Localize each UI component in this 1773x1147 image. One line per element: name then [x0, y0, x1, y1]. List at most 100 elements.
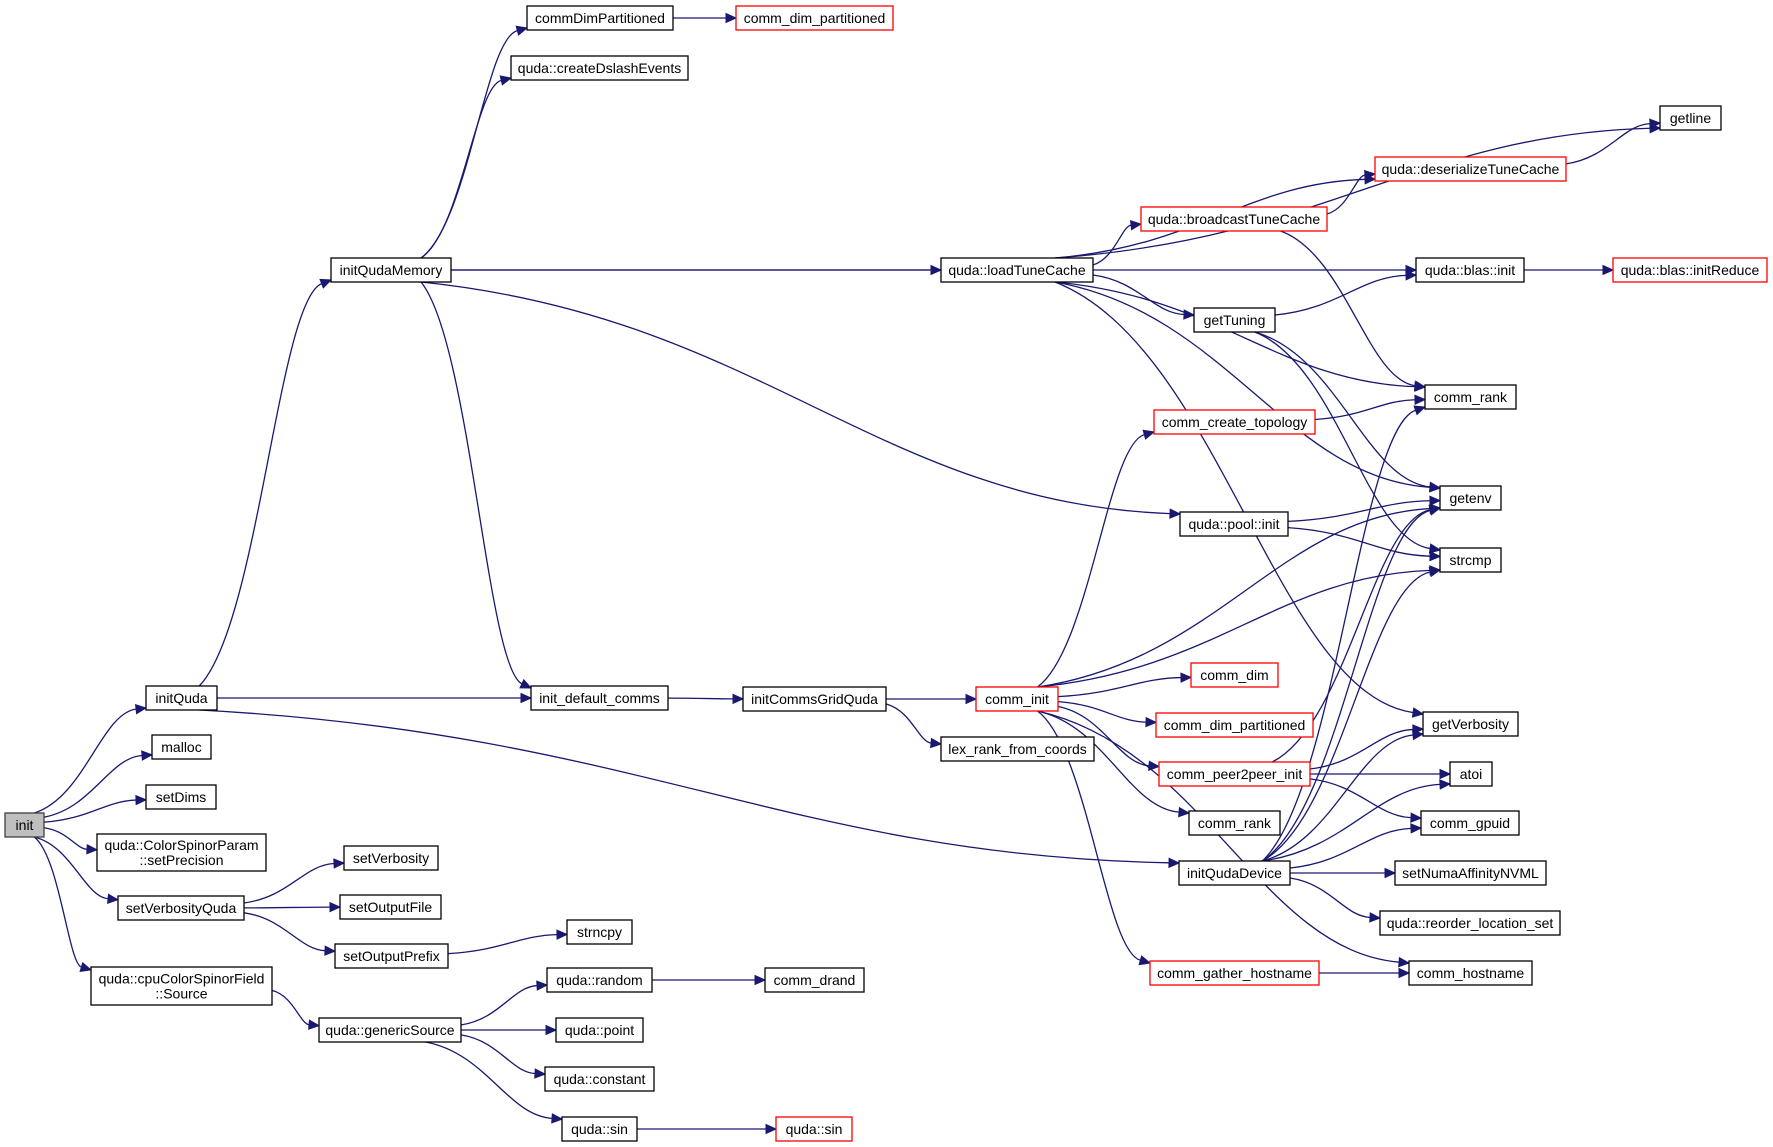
node-cpuSource[interactable]: quda::cpuColorSpinorField::Source: [90, 966, 273, 1006]
node-box[interactable]: [330, 257, 452, 283]
node-setVerbosityQuda[interactable]: setVerbosityQuda: [117, 895, 245, 921]
node-box[interactable]: [735, 5, 894, 31]
node-box[interactable]: [1612, 257, 1768, 283]
node-box[interactable]: [742, 686, 887, 712]
node-comm-dim-partitioned-mid[interactable]: comm_dim_partitioned: [1155, 712, 1314, 738]
node-box[interactable]: [775, 1116, 853, 1142]
node-deserializeTuneCache[interactable]: quda::deserializeTuneCache: [1374, 156, 1567, 182]
node-initCommsGridQuda[interactable]: initCommsGridQuda: [742, 686, 887, 712]
node-commDimPartitioned[interactable]: commDimPartitioned: [526, 5, 674, 31]
node-comm-gather-hostname[interactable]: comm_gather_hostname: [1149, 960, 1320, 986]
node-box[interactable]: [1659, 105, 1722, 131]
node-box[interactable]: [530, 685, 669, 711]
node-getTuning[interactable]: getTuning: [1193, 307, 1276, 333]
node-box[interactable]: [1379, 910, 1561, 936]
node-box[interactable]: [1408, 960, 1533, 986]
node-box[interactable]: [1155, 712, 1314, 738]
node-box[interactable]: [546, 967, 653, 993]
node-box[interactable]: [151, 734, 212, 760]
node-box[interactable]: [526, 5, 674, 31]
node-box[interactable]: [145, 784, 217, 810]
node-loadTuneCache[interactable]: quda::loadTuneCache: [940, 257, 1094, 283]
node-sin-ext[interactable]: quda::sin: [775, 1116, 853, 1142]
node-comm-dim-partitioned-top[interactable]: comm_dim_partitioned: [735, 5, 894, 31]
node-box[interactable]: [1158, 761, 1311, 787]
node-box[interactable]: [510, 55, 689, 81]
node-setVerbosity[interactable]: setVerbosity: [343, 845, 439, 871]
node-box[interactable]: [1424, 384, 1517, 410]
node-comm-hostname[interactable]: comm_hostname: [1408, 960, 1533, 986]
node-box[interactable]: [90, 966, 273, 1006]
node-box[interactable]: [4, 812, 45, 838]
node-box[interactable]: [1394, 860, 1547, 886]
node-setNumaAffinityNVML[interactable]: setNumaAffinityNVML: [1394, 860, 1547, 886]
node-box[interactable]: [96, 833, 267, 872]
node-malloc[interactable]: malloc: [151, 734, 212, 760]
node-initQudaMemory[interactable]: initQudaMemory: [330, 257, 452, 283]
node-lex-rank-from-coords[interactable]: lex_rank_from_coords: [940, 736, 1095, 762]
node-point[interactable]: quda::point: [555, 1017, 644, 1043]
node-comm-rank-top[interactable]: comm_rank: [1424, 384, 1517, 410]
node-setOutputPrefix[interactable]: setOutputPrefix: [334, 943, 449, 969]
node-box[interactable]: [1140, 206, 1328, 232]
node-box[interactable]: [940, 257, 1094, 283]
node-box[interactable]: [1439, 485, 1502, 511]
node-box[interactable]: [544, 1066, 655, 1092]
node-box[interactable]: [1422, 711, 1519, 737]
node-comm-init[interactable]: comm_init: [975, 686, 1059, 712]
node-box[interactable]: [1188, 810, 1281, 836]
node-atoi[interactable]: atoi: [1449, 761, 1493, 787]
node-box[interactable]: [940, 736, 1095, 762]
node-box[interactable]: [1190, 662, 1279, 688]
node-box[interactable]: [764, 967, 865, 993]
node-genericSource[interactable]: quda::genericSource: [318, 1017, 462, 1043]
node-box[interactable]: [566, 919, 633, 945]
node-box[interactable]: [318, 1017, 462, 1043]
node-strncpy[interactable]: strncpy: [566, 919, 633, 945]
node-box[interactable]: [343, 845, 439, 871]
node-box[interactable]: [1449, 761, 1493, 787]
node-getVerbosity[interactable]: getVerbosity: [1422, 711, 1519, 737]
node-getenv[interactable]: getenv: [1439, 485, 1502, 511]
node-setDims[interactable]: setDims: [145, 784, 217, 810]
node-box[interactable]: [555, 1017, 644, 1043]
node-comm-dim[interactable]: comm_dim: [1190, 662, 1279, 688]
node-random[interactable]: quda::random: [546, 967, 653, 993]
node-box[interactable]: [145, 685, 218, 711]
node-box[interactable]: [975, 686, 1059, 712]
node-broadcastTuneCache[interactable]: quda::broadcastTuneCache: [1140, 206, 1328, 232]
node-box[interactable]: [1415, 257, 1525, 283]
node-box[interactable]: [1439, 547, 1502, 573]
node-comm-create-topology[interactable]: comm_create_topology: [1153, 409, 1316, 435]
node-init-default-comms[interactable]: init_default_comms: [530, 685, 669, 711]
node-poolInit[interactable]: quda::pool::init: [1179, 511, 1289, 537]
node-box[interactable]: [117, 895, 245, 921]
node-init[interactable]: init: [4, 812, 45, 838]
node-constant[interactable]: quda::constant: [544, 1066, 655, 1092]
node-reorder-location-set[interactable]: quda::reorder_location_set: [1379, 910, 1561, 936]
node-box[interactable]: [1153, 409, 1316, 435]
node-box[interactable]: [1178, 860, 1291, 886]
node-comm-drand[interactable]: comm_drand: [764, 967, 865, 993]
node-comm-gpuid[interactable]: comm_gpuid: [1420, 810, 1520, 836]
node-box[interactable]: [1149, 960, 1320, 986]
node-strcmp[interactable]: strcmp: [1439, 547, 1502, 573]
node-blasInit[interactable]: quda::blas::init: [1415, 257, 1525, 283]
node-box[interactable]: [1179, 511, 1289, 537]
node-sin[interactable]: quda::sin: [561, 1116, 638, 1142]
node-createDslashEvents[interactable]: quda::createDslashEvents: [510, 55, 689, 81]
node-comm-peer2peer-init[interactable]: comm_peer2peer_init: [1158, 761, 1311, 787]
node-setPrecision[interactable]: quda::ColorSpinorParam::setPrecision: [96, 833, 267, 872]
node-getline[interactable]: getline: [1659, 105, 1722, 131]
node-initQudaDevice[interactable]: initQudaDevice: [1178, 860, 1291, 886]
node-setOutputFile[interactable]: setOutputFile: [339, 894, 442, 920]
node-box[interactable]: [339, 894, 442, 920]
node-box[interactable]: [1193, 307, 1276, 333]
node-box[interactable]: [334, 943, 449, 969]
node-box[interactable]: [1374, 156, 1567, 182]
node-box[interactable]: [1420, 810, 1520, 836]
node-box[interactable]: [561, 1116, 638, 1142]
node-comm-rank-mid[interactable]: comm_rank: [1188, 810, 1281, 836]
node-initQuda[interactable]: initQuda: [145, 685, 218, 711]
node-initReduce[interactable]: quda::blas::initReduce: [1612, 257, 1768, 283]
